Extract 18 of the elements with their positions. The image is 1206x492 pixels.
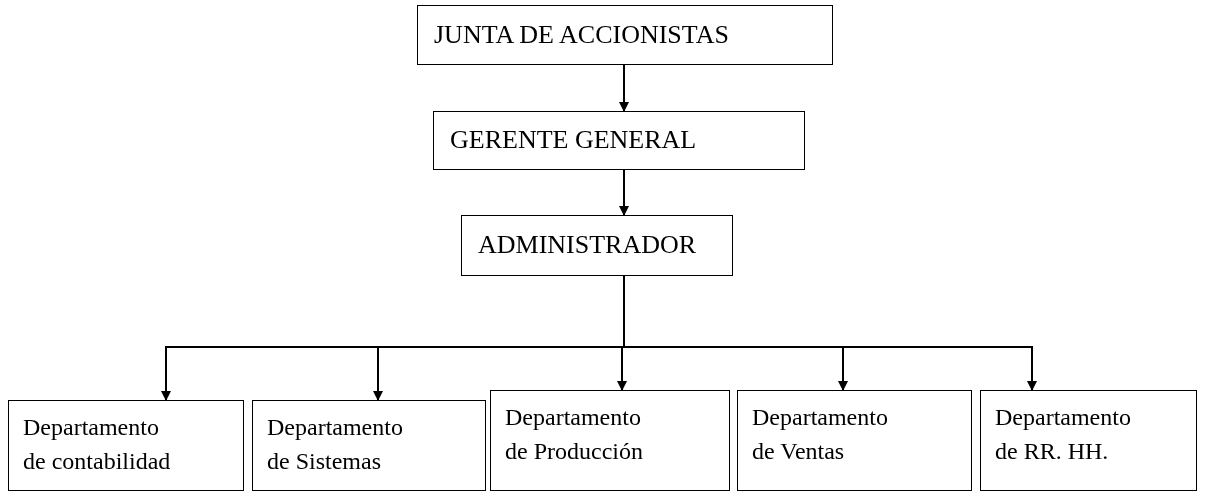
org-box: [737, 390, 972, 491]
box-label: Departamento de Sistemas: [267, 413, 404, 476]
box-label: Departamento de contabilidad: [23, 413, 172, 476]
org-box: [461, 215, 733, 276]
box-label: ADMINISTRADOR: [478, 229, 697, 262]
org-box: [490, 390, 730, 491]
box-label: GERENTE GENERAL: [450, 124, 697, 157]
org-box: [252, 400, 486, 491]
org-box: [417, 5, 833, 65]
org-box: [980, 390, 1197, 491]
connector-arrow: [619, 64, 629, 112]
box-label: JUNTA DE ACCIONISTAS: [434, 18, 729, 51]
org-box: [8, 400, 244, 491]
box-label: Departamento de Ventas: [752, 403, 889, 466]
box-label: Departamento de RR. HH.: [995, 403, 1132, 466]
org-box: [433, 111, 805, 170]
connector-arrow: [619, 169, 629, 216]
box-label: Departamento de Producción: [505, 403, 644, 466]
